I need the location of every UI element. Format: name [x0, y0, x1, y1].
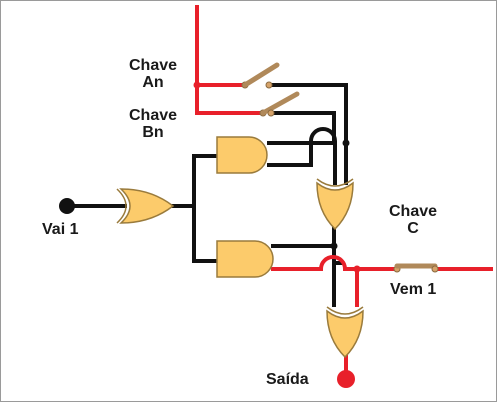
or-gate-back [116, 188, 127, 224]
output-saida-terminal [337, 370, 355, 388]
label-switch-an: Chave An [129, 57, 177, 91]
wire-bn-and [267, 111, 336, 145]
switch-bn[interactable] [259, 91, 300, 117]
label-switch-bn: Chave Bn [129, 107, 177, 141]
wires-on [195, 5, 493, 381]
switch-lever[interactable] [242, 62, 280, 88]
label-switch-bn-line2: Bn [142, 124, 164, 141]
gates [116, 136, 364, 359]
label-switch-an-line2: An [142, 74, 164, 91]
xor-gate-bottom [326, 309, 364, 359]
xor-gate-middle [316, 181, 354, 231]
switch-contact [431, 265, 439, 273]
label-vai1: Vai 1 [42, 221, 79, 238]
wire-and-top-xor [267, 127, 337, 185]
label-saida: Saída [266, 371, 309, 388]
switch-contact [265, 81, 273, 89]
junctions-on [193, 81, 361, 273]
junction-dot [193, 81, 201, 89]
and-gate-top [216, 136, 268, 174]
xor-middle-back [316, 178, 354, 187]
wire-and-bottom-out [271, 255, 397, 271]
input-vai1-terminal[interactable] [59, 198, 75, 214]
wire-an-bus [267, 83, 348, 185]
switch-lever[interactable] [260, 91, 300, 116]
junction-dot [353, 265, 361, 273]
xor-bottom-back [326, 306, 364, 315]
or-gate [119, 188, 175, 224]
label-switch-c: Chave C [389, 203, 437, 237]
switch-contact [267, 109, 275, 117]
wire-source-bn [195, 5, 265, 115]
junction-dot [342, 139, 350, 147]
and-gate-bottom [216, 240, 274, 278]
label-switch-bn-line1: Chave [129, 107, 178, 124]
label-switch-an-line1: Chave [129, 57, 178, 74]
junctions [330, 139, 350, 250]
switch-c[interactable] [393, 263, 439, 273]
wires-off [65, 83, 348, 307]
junction-dot [330, 242, 338, 250]
label-switch-c-line2: C [407, 220, 419, 237]
switch-an[interactable] [241, 62, 280, 89]
label-switch-c-line1: Chave [389, 203, 438, 220]
label-vem1: Vem 1 [390, 281, 437, 298]
